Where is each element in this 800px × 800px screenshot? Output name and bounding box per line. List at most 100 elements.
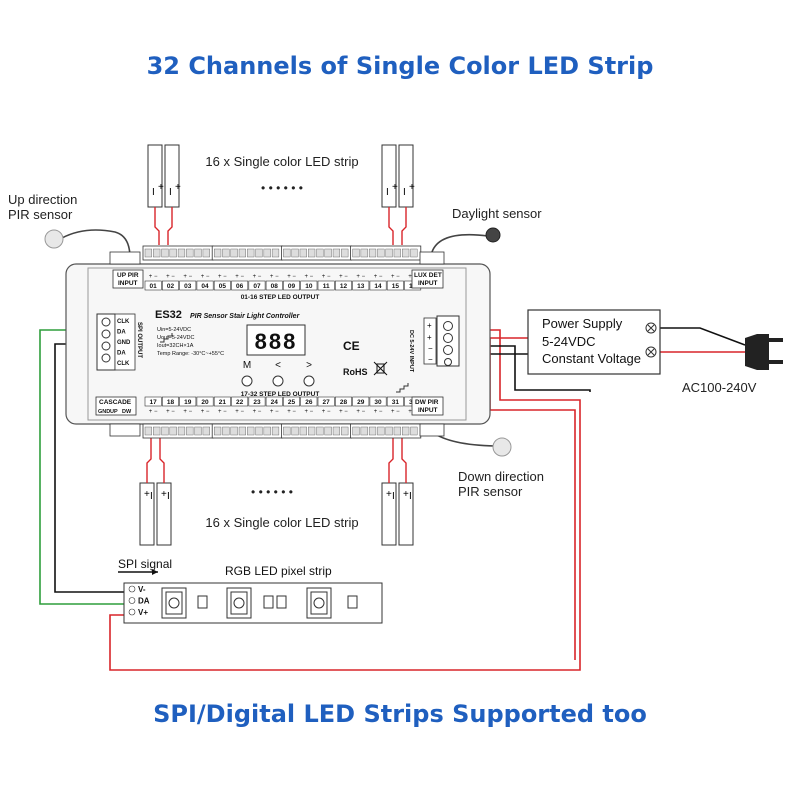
svg-text:+ −: + − <box>322 274 331 280</box>
svg-text:+ −: + − <box>166 274 175 280</box>
spi-pin-label: DA <box>117 351 126 357</box>
control-button[interactable] <box>241 375 253 387</box>
spi-pin-label: CLK <box>117 319 130 325</box>
control-button[interactable] <box>303 375 315 387</box>
display <box>246 324 306 356</box>
dc-input-label: DC 5-24V INPUT <box>408 330 414 373</box>
pixel-led-1 <box>161 587 187 619</box>
channel-label: 22 <box>236 399 244 406</box>
power-wire-red-2 <box>489 338 576 660</box>
svg-text:+ −: + − <box>322 409 331 415</box>
pixel-led-3 <box>306 587 332 619</box>
svg-text:+: + <box>175 182 181 193</box>
channel-label: 08 <box>271 283 279 290</box>
svg-text:+ −: + − <box>391 274 400 280</box>
power-wire-black-1 <box>109 329 581 671</box>
controller: 01+ −02+ −03+ −04+ −05+ −06+ −07+ −08+ −… <box>65 245 491 439</box>
svg-text:+ −: + − <box>183 274 192 280</box>
svg-text:I: I <box>169 187 172 198</box>
svg-text:+ −: + − <box>166 409 175 415</box>
svg-text:+: + <box>392 182 398 193</box>
cascade-pin-label: UP <box>110 409 118 415</box>
channel-label: 06 <box>236 283 244 290</box>
cascade-label: CASCADE <box>99 399 132 406</box>
channel-label: 14 <box>374 283 382 290</box>
svg-text:+ −: + − <box>356 274 365 280</box>
power-supply-label: Power Supply 5-24VDC Constant Voltage <box>542 316 641 366</box>
svg-text:+ −: + − <box>305 409 314 415</box>
svg-text:+: + <box>386 489 392 500</box>
channel-label: 24 <box>271 399 279 406</box>
spec-line: Uout=5-24VDC <box>157 335 194 341</box>
spec-line: Iout=32CH×1A <box>157 343 194 349</box>
top-output-label: 01-16 STEP LED OUTPUT <box>241 294 320 301</box>
channel-label: 04 <box>201 283 209 290</box>
ac-wire-black <box>660 327 746 346</box>
plug-icon <box>745 334 769 370</box>
svg-text:+ −: + − <box>339 274 348 280</box>
svg-text:+ −: + − <box>149 274 158 280</box>
channel-label: 30 <box>374 399 382 406</box>
strip-pin-label: DA <box>138 597 150 606</box>
rgb-strip-label: RGB LED pixel strip <box>225 564 332 578</box>
channel-label: 17 <box>150 399 158 406</box>
control-button[interactable] <box>272 375 284 387</box>
svg-text:−: − <box>428 355 433 364</box>
svg-text:+: + <box>427 321 432 330</box>
channel-label: 18 <box>167 399 175 406</box>
svg-text:+ −: + − <box>218 274 227 280</box>
spi-pin-label: GND <box>117 340 131 346</box>
spi-pin-label: CLK <box>117 361 130 367</box>
spec-line: Uin=5-24VDC <box>157 327 191 333</box>
button-label: < <box>275 360 281 371</box>
stair-icon-bottom <box>396 383 409 393</box>
svg-text:+ −: + − <box>218 409 227 415</box>
channel-label: 11 <box>323 283 330 290</box>
ac-plug: AC100-240V <box>682 334 783 395</box>
svg-text:+: + <box>409 182 415 193</box>
channel-label: 09 <box>288 283 296 290</box>
svg-text:I: I <box>150 491 153 502</box>
bottom-terminal-blocks: 17+ −18+ −19+ −20+ −21+ −22+ −23+ −24+ −… <box>109 396 445 439</box>
button-label: > <box>306 360 312 371</box>
svg-text:+: + <box>144 489 150 500</box>
channel-label: 27 <box>323 399 331 406</box>
bottom-strips-label: 16 x Single color LED strip <box>205 515 358 530</box>
channel-label: 21 <box>219 399 227 406</box>
power-supply-box <box>527 309 661 375</box>
ce-mark: CE <box>343 339 360 353</box>
pixel-led-2 <box>226 587 252 619</box>
controller-model: ES32 <box>155 309 182 321</box>
channel-label: 03 <box>184 283 192 290</box>
svg-text:I: I <box>152 187 155 198</box>
svg-text:+ −: + − <box>183 409 192 415</box>
spi-output-label: SPI OUTPUT <box>136 322 142 358</box>
strip-pin-label: V- <box>138 585 146 594</box>
cascade-pin-label: DW <box>122 409 132 415</box>
channel-label: 23 <box>253 399 261 406</box>
svg-text:+ −: + − <box>270 274 279 280</box>
channel-label: 31 <box>392 399 400 406</box>
svg-text:+ −: + − <box>149 409 158 415</box>
svg-text:+: + <box>403 489 409 500</box>
weee-bin-icon <box>373 361 388 376</box>
channel-label: 29 <box>357 399 365 406</box>
channel-label: 28 <box>340 399 348 406</box>
channel-label: 10 <box>305 283 313 290</box>
svg-text:+ −: + − <box>201 274 210 280</box>
power-terminal-icon <box>645 322 657 358</box>
display-digits: 888 <box>255 329 298 354</box>
title-bottom: SPI/Digital LED Strips Supported too <box>153 700 647 728</box>
power-wire-black-2 <box>468 345 591 392</box>
svg-text:+ −: + − <box>374 409 383 415</box>
cascade-pin-label: GND <box>98 409 110 415</box>
strip-pin-label: V+ <box>138 608 148 617</box>
